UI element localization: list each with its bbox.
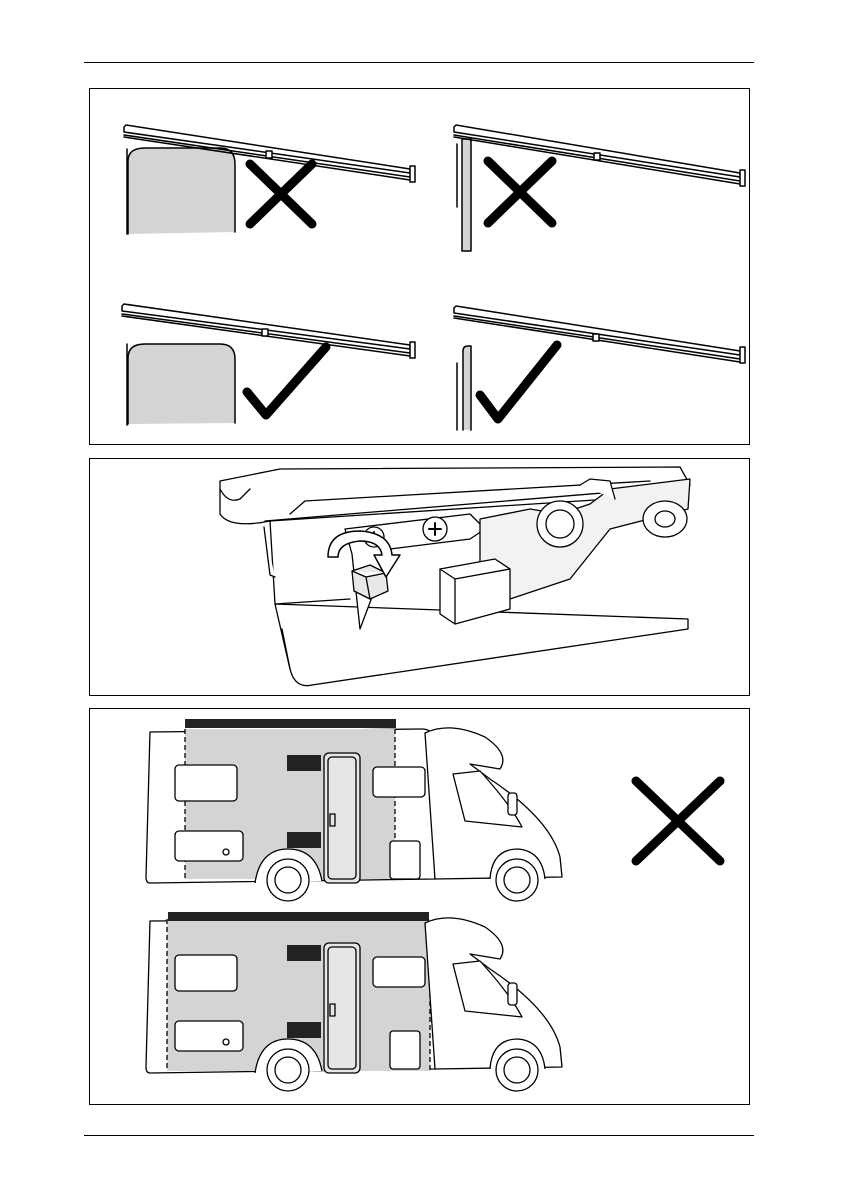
cell-wall-incorrect <box>454 125 745 251</box>
cell-window-incorrect <box>124 125 415 234</box>
awning-bar <box>168 912 429 921</box>
phillips-screw-icon <box>423 517 447 541</box>
motorhome-row-incorrect <box>146 719 562 901</box>
cross-icon <box>636 781 720 861</box>
wall-edge <box>463 346 471 430</box>
roof-vent <box>287 1022 321 1038</box>
check-icon <box>480 345 557 419</box>
header-rule <box>84 62 754 63</box>
awning-rail <box>454 306 745 363</box>
roof-vent <box>287 945 321 961</box>
motorhome-row-full <box>146 912 562 1091</box>
figure-mounting-position <box>89 88 750 445</box>
roof-vent <box>287 755 321 771</box>
window-shape <box>128 344 235 424</box>
window-shape <box>128 148 235 234</box>
cross-icon <box>250 164 312 224</box>
footer-rule <box>84 1135 754 1136</box>
cross-icon <box>488 161 552 223</box>
wall-edge <box>462 139 471 251</box>
figure-awning-length <box>89 708 750 1105</box>
figure-bracket-bolt <box>89 458 750 696</box>
roof-vent <box>287 832 321 848</box>
wheel <box>496 1049 538 1091</box>
wheel <box>267 1049 309 1091</box>
check-icon <box>247 347 326 415</box>
cell-wall-correct <box>454 306 745 430</box>
awning-rail <box>454 125 745 186</box>
wheel <box>267 859 309 901</box>
awning-bar <box>185 719 396 728</box>
wheel <box>496 859 538 901</box>
cell-window-correct <box>122 304 415 425</box>
